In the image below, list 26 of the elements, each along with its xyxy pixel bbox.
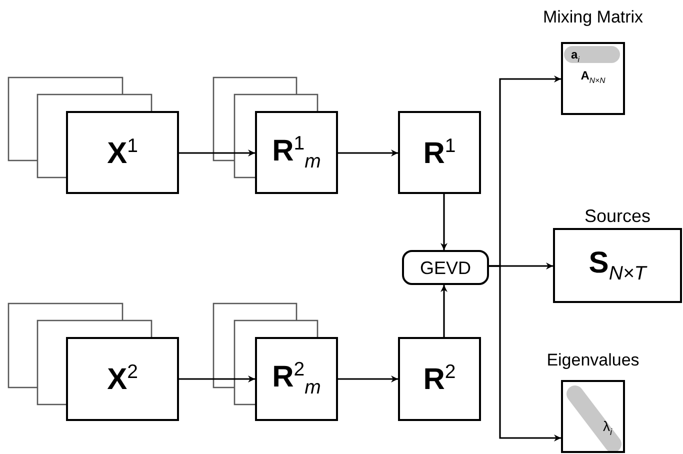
- process-box: [402, 250, 489, 285]
- matrix-symbol: X$^{2}$: [107, 363, 138, 395]
- heading: Sources: [584, 207, 651, 225]
- arrow: [179, 376, 255, 382]
- matrix-symbol: A$_{N×N}$: [580, 69, 606, 85]
- arrow: [179, 150, 255, 156]
- matrix-symbol: R$^{2}$: [423, 363, 456, 395]
- heading: Mixing Matrix: [542, 8, 644, 26]
- matrix-box: [255, 111, 338, 194]
- matrix-box: [255, 337, 338, 421]
- matrix-box: [398, 111, 481, 194]
- arrow: [440, 285, 448, 337]
- matrix-box: [66, 337, 179, 421]
- arrow: [489, 265, 561, 442]
- matrix-symbol: S$_{N×T}$: [588, 248, 646, 284]
- arrow: [338, 150, 398, 156]
- heading: Eigenvalues: [546, 352, 640, 368]
- matrix-symbol: R$^{1}$: [423, 136, 456, 168]
- matrix-symbol: X$^{1}$: [107, 136, 138, 168]
- node-label: GEVD: [420, 258, 471, 276]
- matrix-box: [66, 111, 179, 194]
- eigenvalue-symbol: λ$_{i}$: [603, 419, 612, 437]
- arrow: [338, 376, 398, 382]
- vector-symbol: a$_{i}$: [571, 48, 580, 64]
- matrix-box: [398, 337, 481, 421]
- arrow: [440, 194, 448, 250]
